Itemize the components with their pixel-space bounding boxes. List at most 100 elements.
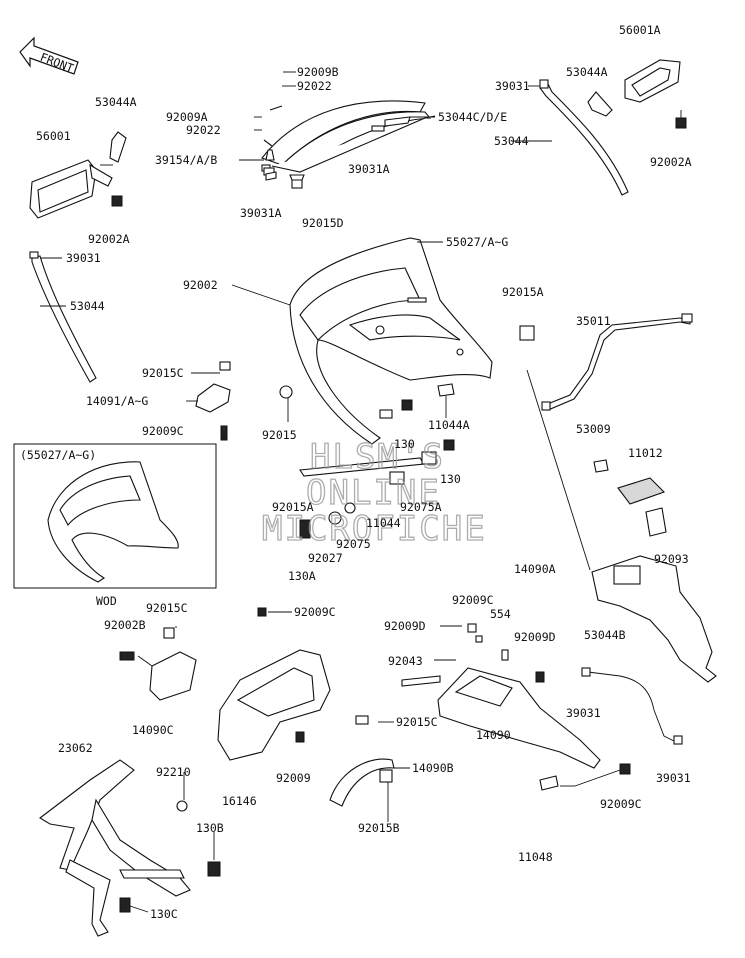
label-130b: 130B	[196, 821, 224, 835]
label-55027ag: 55027/A~G	[446, 235, 508, 249]
screw-92009c-left	[220, 425, 228, 441]
tube-35011	[544, 317, 691, 411]
label-92022-mid: 92022	[186, 123, 221, 137]
label-554: 554	[490, 607, 511, 621]
label-92015a-center: 92015A	[272, 500, 314, 514]
label-14090b: 14090B	[412, 761, 454, 775]
label-11012: 11012	[628, 446, 663, 460]
unit-11012	[617, 477, 666, 505]
trim-53044-left	[31, 255, 97, 383]
clip-92015c	[219, 361, 231, 371]
left-mirror	[29, 159, 123, 219]
inset-panel: (55027/A~G) WOD	[13, 443, 217, 608]
label-92015b: 92015B	[358, 821, 400, 835]
label-92015d: 92015D	[302, 216, 344, 230]
label-35011: 35011	[576, 314, 611, 328]
label-92009d-right: 92009D	[514, 630, 556, 644]
label-11044a: 11044A	[428, 418, 470, 432]
right-mirror	[624, 59, 687, 129]
label-92015c-mid: 92015C	[146, 601, 188, 615]
label-92015: 92015	[262, 428, 297, 442]
label-92093: 92093	[654, 552, 689, 566]
label-53044b: 53044B	[584, 628, 626, 642]
bolt-130-b	[443, 439, 455, 451]
label-11048: 11048	[518, 850, 553, 864]
label-92009c-left: 92009C	[142, 424, 184, 438]
trim-53044-right	[539, 83, 629, 196]
watermark: HLSM'S ONLINE MICROFICHE	[261, 436, 487, 549]
label-11044: 11044	[366, 516, 401, 530]
label-39031a-right: 39031A	[348, 162, 390, 176]
label-92009a: 92009A	[166, 110, 208, 124]
label-92027: 92027	[308, 551, 343, 565]
label-53044a-left: 53044A	[95, 95, 137, 109]
label-14091ag: 14091/A~G	[86, 394, 148, 408]
windshield-assembly	[261, 100, 436, 189]
bracket-14090c	[149, 651, 197, 701]
label-130c: 130C	[150, 907, 178, 921]
bracket-53044a-right	[587, 91, 613, 117]
label-56001a: 56001A	[619, 23, 661, 37]
label-92015c-center: 92015C	[396, 715, 438, 729]
label-92002b: 92002B	[104, 618, 146, 632]
label-14090: 14090	[476, 728, 511, 742]
label-53044-left: 53044	[70, 299, 105, 313]
label-92009-center: 92009	[276, 771, 311, 785]
bolt-130-a	[401, 399, 413, 411]
label-92009c-right: 92009C	[600, 797, 642, 811]
label-92022-top: 92022	[297, 79, 332, 93]
watermark-line-3: MICROFICHE	[262, 509, 487, 549]
wire-53044b	[587, 671, 677, 743]
collar-92015a	[519, 325, 535, 341]
grommet-92015	[279, 385, 293, 399]
label-53044a-top-right: 53044A	[566, 65, 608, 79]
label-92015c-left: 92015C	[142, 366, 184, 380]
stay-frame-23062	[39, 759, 221, 937]
inner-panel-14090a	[591, 555, 717, 683]
bracket-53009	[593, 459, 609, 473]
label-92015a-right: 92015A	[502, 285, 544, 299]
label-39154ab: 39154/A/B	[155, 153, 217, 167]
inset-title: (55027/A~G)	[20, 448, 96, 462]
label-92210: 92210	[156, 765, 191, 779]
label-53009: 53009	[576, 422, 611, 436]
label-56001: 56001	[36, 129, 71, 143]
label-16146: 16146	[222, 794, 257, 808]
label-92043: 92043	[388, 654, 423, 668]
label-39031-left: 39031	[66, 251, 101, 265]
label-23062: 23062	[58, 741, 93, 755]
label-130-b: 130	[440, 472, 461, 486]
label-92002a-right: 92002A	[650, 155, 692, 169]
label-14090a: 14090A	[514, 562, 556, 576]
label-53044-top-right: 53044	[494, 134, 529, 148]
label-92075a: 92075A	[400, 500, 442, 514]
label-14090c: 14090C	[132, 723, 174, 737]
label-53044cde: 53044C/D/E	[438, 110, 507, 124]
label-39031-right-2: 39031	[656, 771, 691, 785]
band-92093	[645, 507, 667, 537]
label-92009c-center: 92009C	[452, 593, 494, 607]
part-labels: 56001A 39031 53044A 53044 92002A 92009B …	[36, 23, 692, 921]
label-92009d-left: 92009D	[384, 619, 426, 633]
label-39031-top-right: 39031	[495, 79, 530, 93]
leader-lines	[40, 71, 621, 913]
watermark-line-2: ONLINE	[306, 473, 441, 513]
watermark-line-1: HLSM'S	[310, 437, 445, 477]
label-92002: 92002	[183, 278, 218, 292]
upper-cowl	[289, 237, 493, 445]
front-arrow-icon: FRONT	[19, 36, 79, 75]
label-39031-right-1: 39031	[566, 706, 601, 720]
inset-caption: WOD	[96, 594, 117, 608]
bracket-53044a-left	[109, 131, 127, 163]
label-92009c-mid: 92009C	[294, 605, 336, 619]
clamp-11048	[539, 775, 559, 791]
label-92002a-left: 92002A	[88, 232, 130, 246]
label-130a: 130A	[288, 569, 316, 583]
bracket-14090b	[329, 758, 395, 807]
label-92075: 92075	[336, 537, 371, 551]
label-92009b: 92009B	[297, 65, 339, 79]
label-130-a: 130	[394, 437, 415, 451]
label-39031a-bottom: 39031A	[240, 206, 282, 220]
cover-14091	[195, 383, 231, 413]
